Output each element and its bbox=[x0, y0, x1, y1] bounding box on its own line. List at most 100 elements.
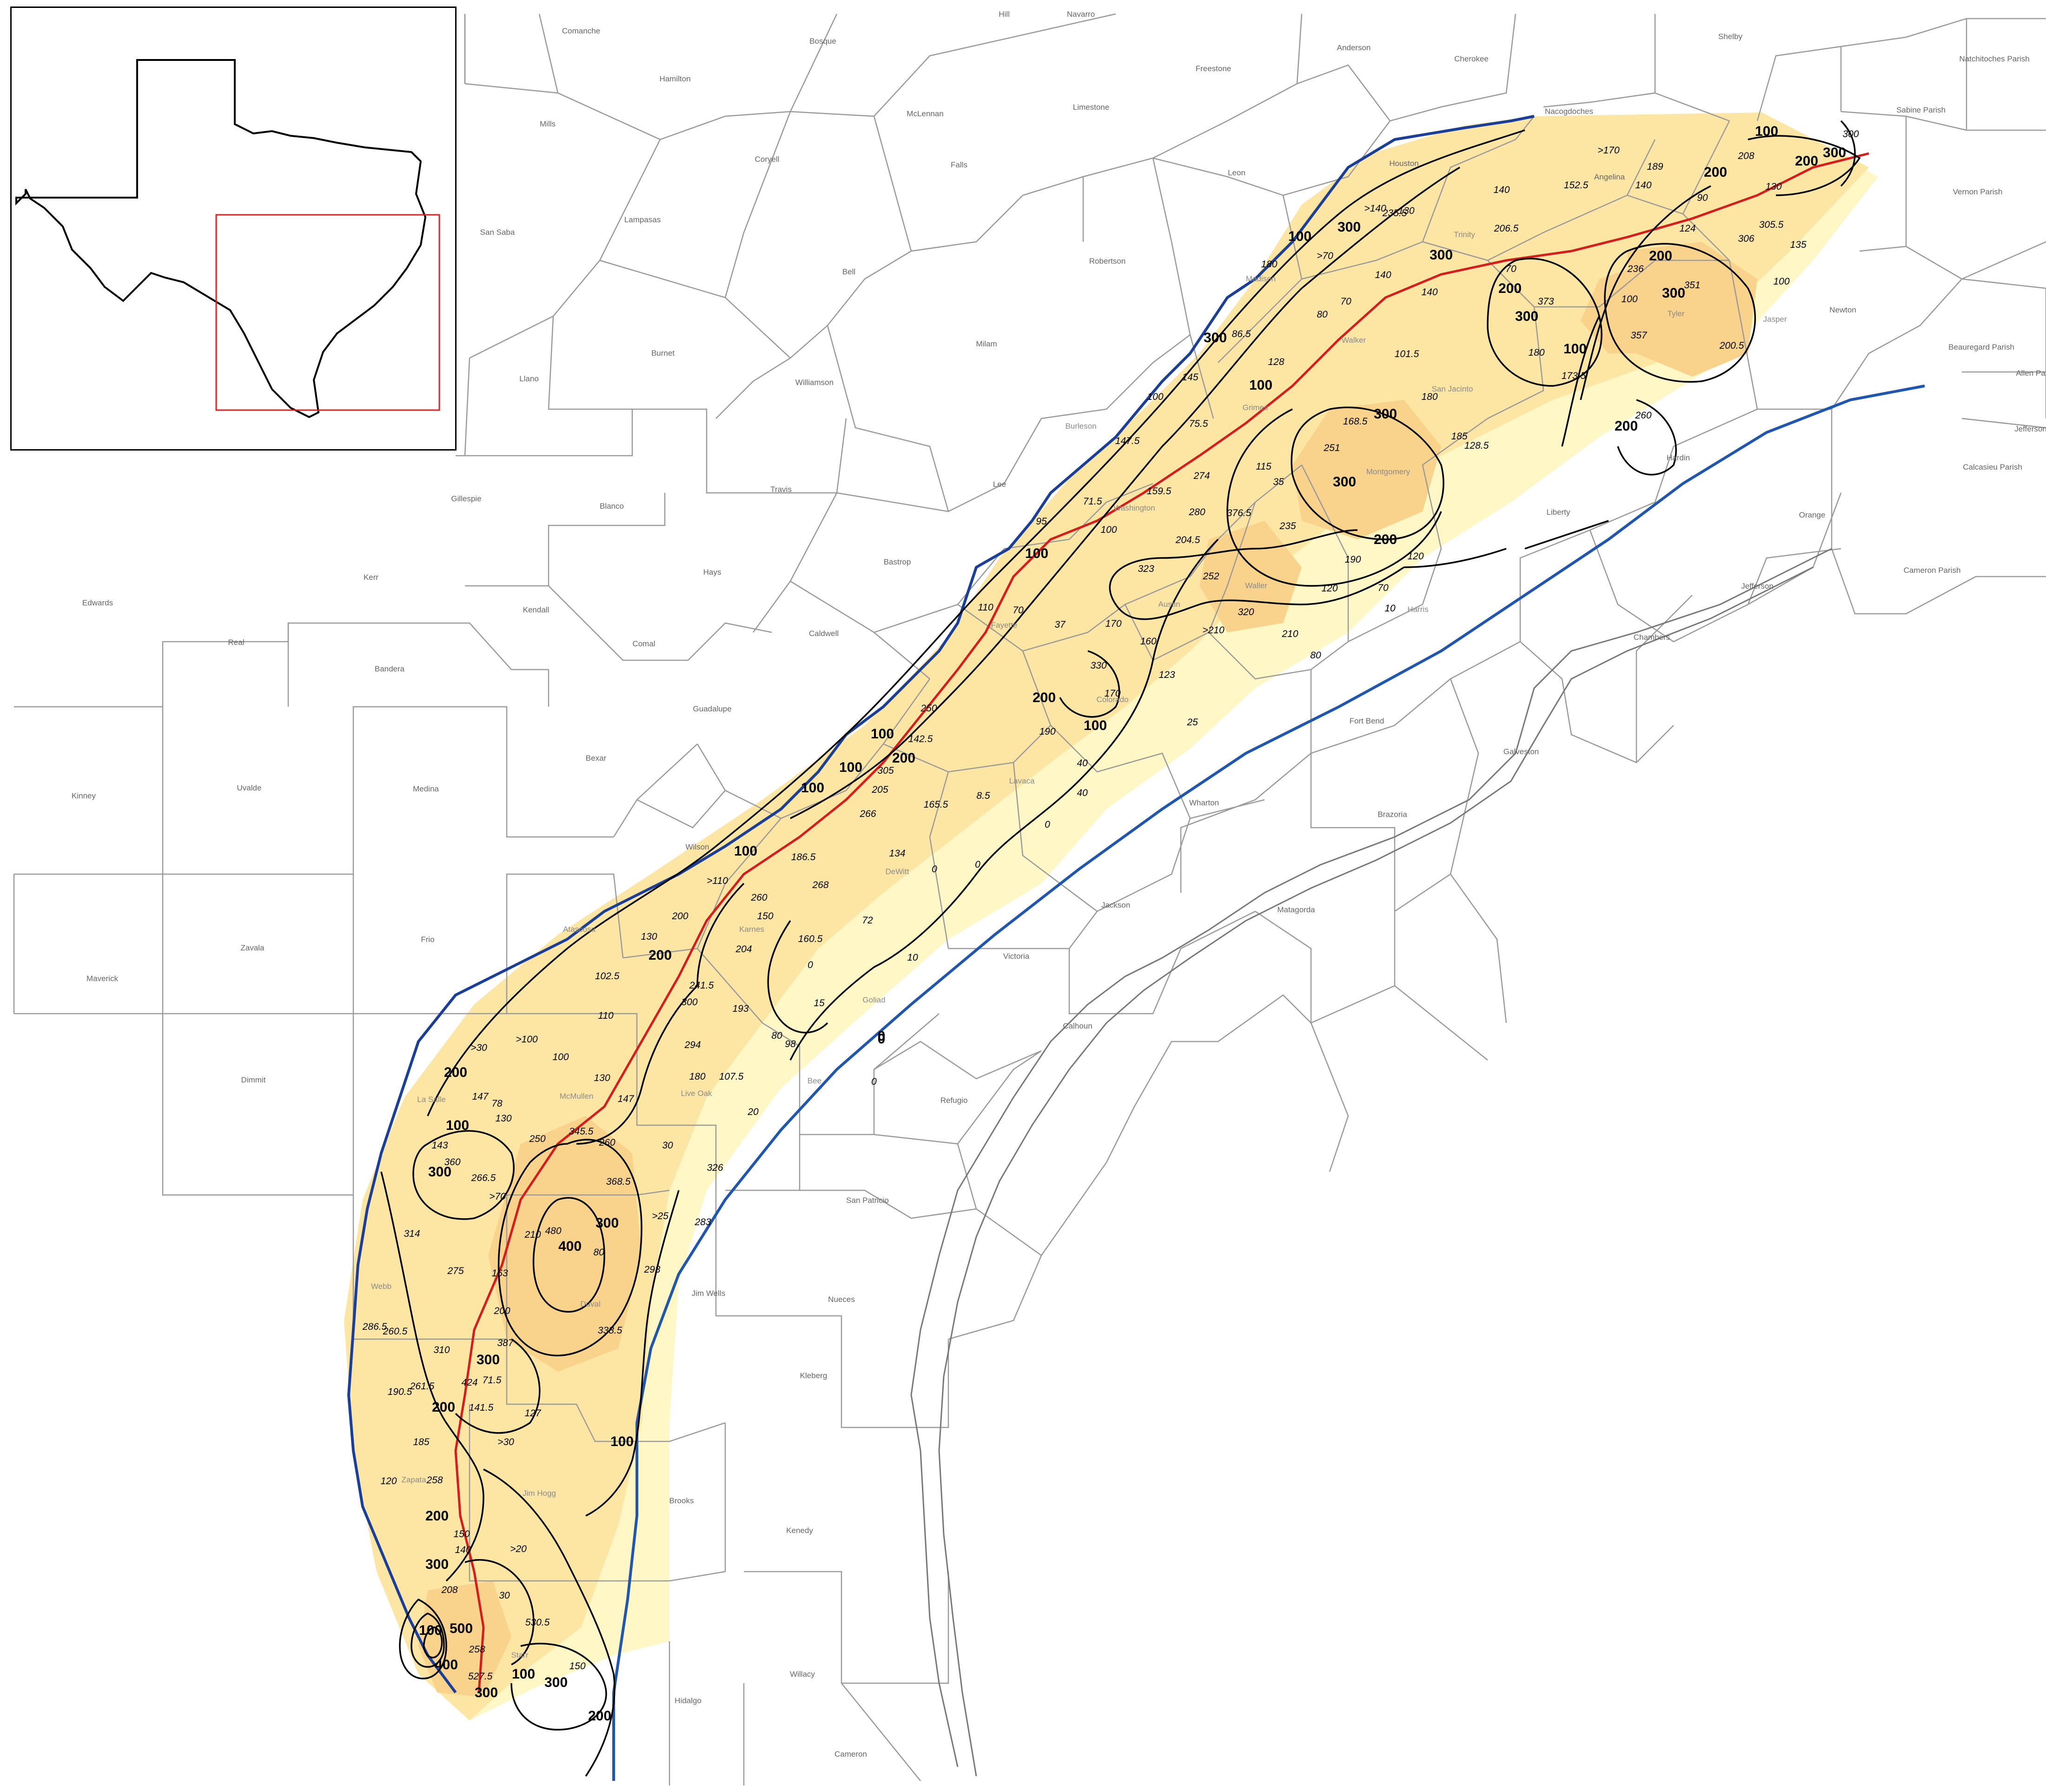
value-label: 95 bbox=[1036, 516, 1047, 527]
contour-label-200: 200 bbox=[432, 1400, 455, 1415]
value-label: >70 bbox=[489, 1191, 506, 1202]
county-label: Coryell bbox=[755, 155, 780, 164]
value-label: 210 bbox=[524, 1229, 541, 1240]
value-label: >30 bbox=[470, 1042, 487, 1053]
contour-label-100: 100 bbox=[1249, 378, 1272, 393]
value-label: 71.5 bbox=[1083, 496, 1102, 507]
county-label: Shelby bbox=[1718, 32, 1742, 41]
contour-label-0: 0 bbox=[878, 1029, 886, 1044]
contour-label-100: 100 bbox=[1025, 546, 1048, 561]
contour-label-200: 200 bbox=[1615, 418, 1638, 434]
value-label: 130 bbox=[594, 1073, 610, 1083]
value-label: >30 bbox=[497, 1437, 514, 1447]
contour-label-200: 200 bbox=[1795, 153, 1818, 169]
county-label: Kerr bbox=[364, 573, 378, 582]
value-label: 152.5 bbox=[1564, 180, 1589, 191]
contour-label-100: 100 bbox=[871, 726, 894, 742]
contour-label-300: 300 bbox=[1333, 474, 1356, 490]
value-label: 275 bbox=[447, 1266, 463, 1276]
value-label: 70 bbox=[1505, 264, 1516, 274]
value-label: 345.5 bbox=[569, 1126, 594, 1137]
county-label: Zavala bbox=[240, 943, 265, 952]
contour-label-200: 200 bbox=[1374, 532, 1397, 547]
value-label: 80 bbox=[771, 1030, 782, 1041]
value-label: 101.5 bbox=[1395, 349, 1419, 359]
value-label: 0 bbox=[871, 1076, 877, 1087]
county-label: Montgomery bbox=[1366, 467, 1410, 476]
county-label: Maverick bbox=[86, 974, 119, 983]
value-label: 160.5 bbox=[798, 934, 823, 944]
contour-label-300: 300 bbox=[475, 1685, 498, 1700]
value-label: 168.5 bbox=[1343, 416, 1368, 427]
county-label: Calhoun bbox=[1063, 1022, 1092, 1030]
county-label: McMullen bbox=[560, 1092, 594, 1101]
county-label: Calcasieu Parish bbox=[1963, 463, 2022, 471]
value-label: 250 bbox=[920, 703, 937, 714]
county-label: Karnes bbox=[739, 925, 764, 934]
value-label: 180 bbox=[1421, 392, 1437, 402]
county-label: Tyler bbox=[1668, 309, 1685, 318]
county-label: Uvalde bbox=[237, 783, 262, 792]
contour-label-300: 300 bbox=[428, 1164, 451, 1180]
value-label: 236 bbox=[1627, 264, 1643, 274]
value-label: 376.5 bbox=[1227, 508, 1251, 518]
value-label: 387 bbox=[497, 1338, 514, 1348]
county-label: Hays bbox=[703, 568, 722, 577]
county-label: Blanco bbox=[600, 502, 624, 511]
value-label: 102.5 bbox=[595, 971, 620, 982]
value-label: 120 bbox=[1321, 583, 1338, 594]
study-area-box bbox=[215, 214, 440, 411]
value-label: 98 bbox=[785, 1039, 796, 1049]
value-label: 70 bbox=[1013, 605, 1024, 616]
county-label: Bell bbox=[842, 267, 855, 276]
contour-label-400: 400 bbox=[558, 1239, 582, 1254]
county-label: Medina bbox=[413, 784, 439, 793]
county-label: Comanche bbox=[562, 27, 600, 35]
value-label: 134 bbox=[889, 848, 905, 859]
county-label: Bandera bbox=[375, 664, 405, 673]
county-label: Robertson bbox=[1089, 257, 1126, 265]
value-label: 185 bbox=[1451, 431, 1467, 442]
value-label: 530.5 bbox=[525, 1617, 550, 1628]
county-label: San Jacinto bbox=[1432, 385, 1473, 393]
county-label: San Patricio bbox=[846, 1196, 889, 1205]
county-label: Edwards bbox=[82, 598, 113, 607]
value-label: 210 bbox=[1281, 629, 1298, 639]
value-label: 357 bbox=[1630, 330, 1647, 341]
value-label: 310 bbox=[433, 1345, 450, 1355]
value-label: 252 bbox=[1202, 571, 1219, 582]
county-label: Jackson bbox=[1101, 901, 1130, 909]
value-label: 123 bbox=[1159, 670, 1175, 680]
value-label: 266 bbox=[859, 809, 876, 819]
value-label: 8.5 bbox=[976, 790, 990, 801]
county-label: Anderson bbox=[1337, 43, 1371, 52]
value-label: 258 bbox=[468, 1644, 485, 1655]
county-label: Jefferson bbox=[2014, 425, 2046, 433]
county-label: Hill bbox=[999, 10, 1010, 19]
county-label: Austin bbox=[1158, 600, 1180, 609]
aquifer-zone-dark bbox=[488, 1116, 642, 1372]
contour-lines bbox=[380, 120, 1861, 1777]
county-label: Bosque bbox=[809, 37, 836, 46]
value-label: 190.5 bbox=[388, 1387, 412, 1397]
county-label: Angelina bbox=[1594, 173, 1625, 181]
county-label: Jim Wells bbox=[692, 1289, 725, 1298]
value-label: 424 bbox=[461, 1377, 477, 1388]
value-label: 193 bbox=[732, 1003, 748, 1014]
county-labels: Comanche Hill Navarro Bosque Anderson Ch… bbox=[72, 10, 2046, 1759]
county-label: Duval bbox=[580, 1300, 600, 1308]
value-label: 130 bbox=[1765, 181, 1781, 192]
value-label: 170 bbox=[1105, 618, 1121, 629]
contour-label-200: 200 bbox=[649, 948, 672, 963]
aquifer-zone-dark bbox=[1292, 400, 1441, 539]
county-label: Walker bbox=[1342, 336, 1366, 345]
county-label: Burnet bbox=[651, 349, 675, 358]
value-label: >140 bbox=[1364, 203, 1386, 214]
value-label: 147 bbox=[472, 1091, 489, 1102]
value-label: 35 bbox=[1273, 477, 1284, 487]
county-label: Bexar bbox=[586, 754, 607, 763]
outcrop-boundary-line bbox=[347, 115, 1535, 1693]
value-label: 150 bbox=[453, 1529, 470, 1540]
value-label: 142.5 bbox=[908, 734, 933, 744]
county-label: Live Oak bbox=[681, 1089, 712, 1098]
